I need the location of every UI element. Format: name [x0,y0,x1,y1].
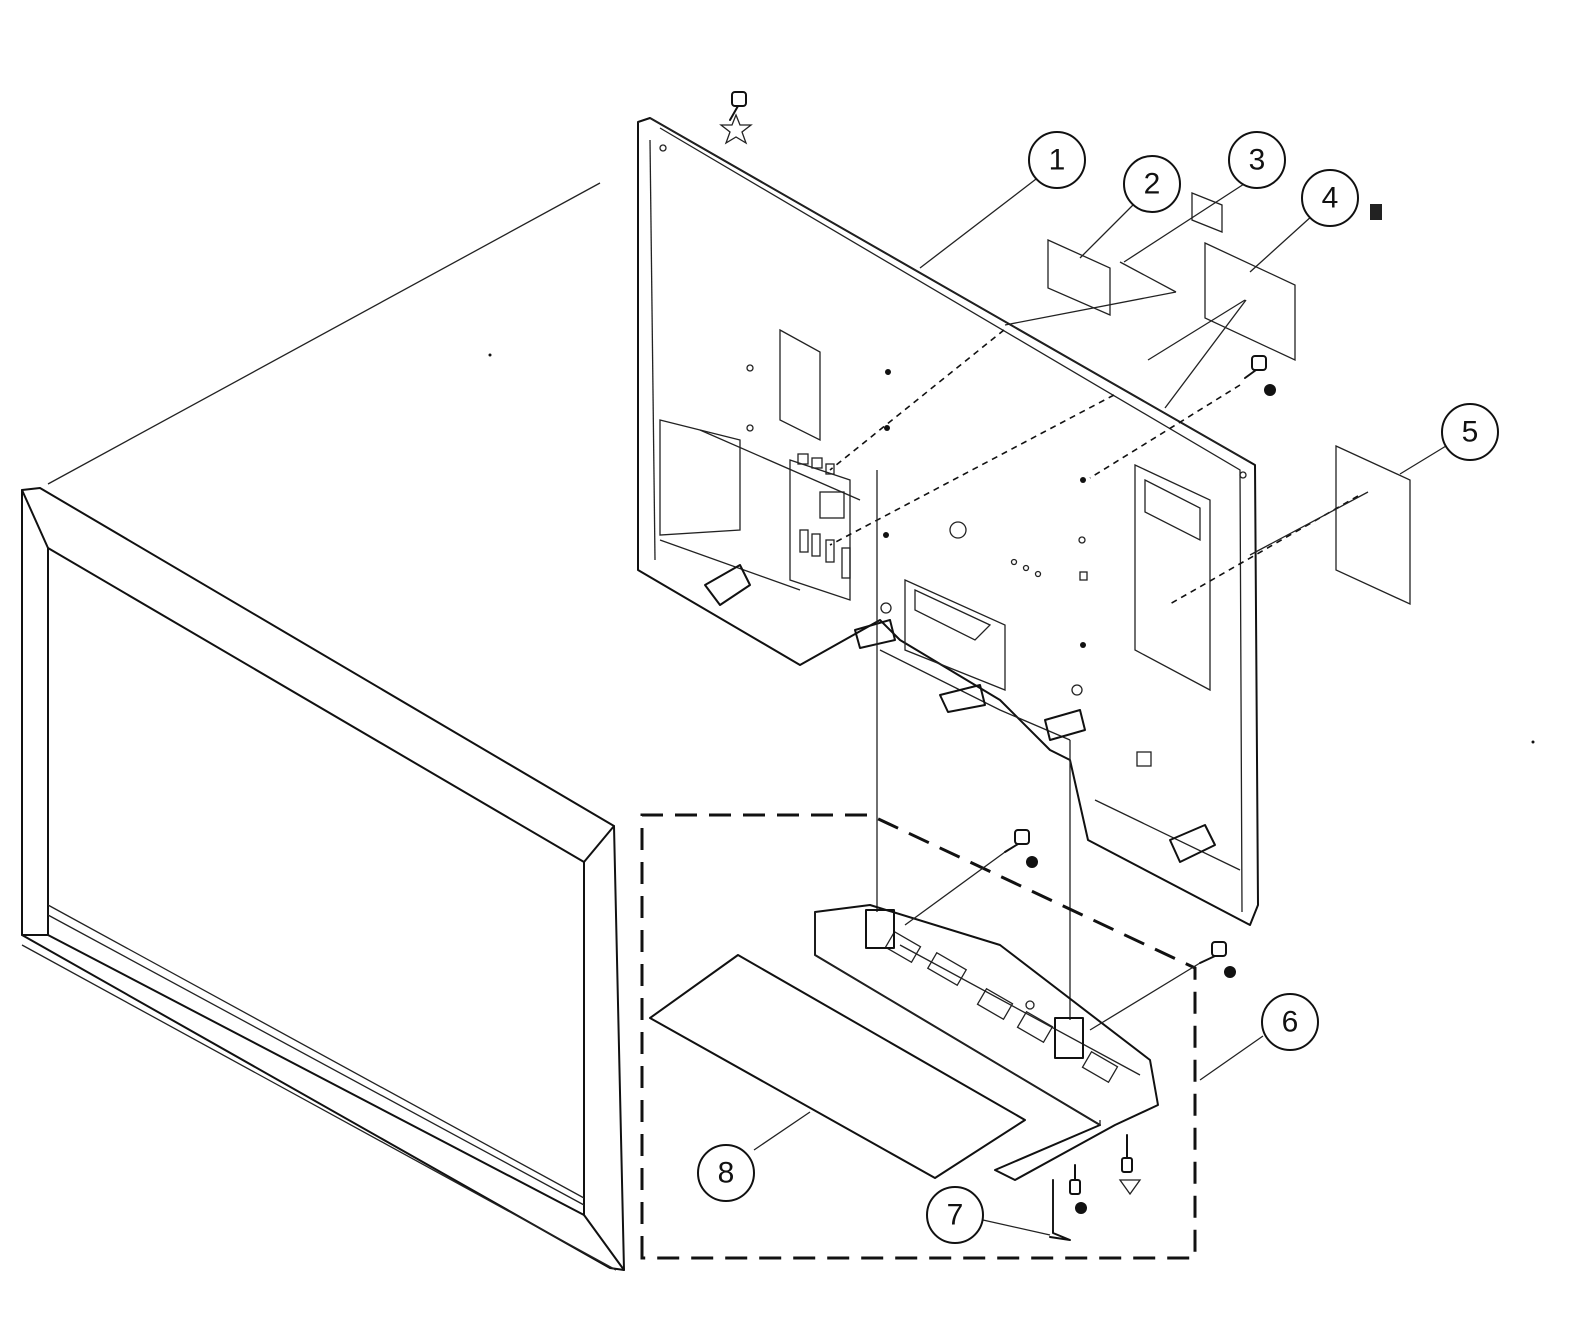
stand-screw-right [1089,941,1236,1031]
callout-7-label: 7 [947,1199,964,1232]
part-4-label-sheet [1204,241,1296,362]
part-3-small-label [1191,192,1223,233]
callout-1: 1 [1028,131,1086,189]
callout-6-label: 6 [1282,1006,1299,1039]
stand-screw-bottom-triangle [1118,1134,1142,1196]
callout-6: 6 [1261,993,1319,1051]
alignment-lines [876,470,1071,1020]
front-panel-bezel [21,182,625,1271]
part-5-label-sheet [1335,444,1411,606]
part-2-label-sheet [1047,238,1111,316]
callout-8: 8 [697,1144,755,1202]
callout-3-label: 3 [1249,144,1266,177]
speck [488,353,492,357]
callout-3: 3 [1228,131,1286,189]
stand-assembly-outline [640,813,1197,1260]
speck [1531,740,1535,744]
stand-screw-bottom-dot [1069,1164,1087,1214]
stand-base [814,904,1159,1181]
callout-4: 4 [1301,169,1359,227]
back-cover [637,117,1259,926]
callout-7: 7 [926,1186,984,1244]
part-7-small-bracket [1049,1179,1071,1241]
callout-2: 2 [1123,155,1181,213]
assembly-leader-lines [829,261,1359,605]
callout-8-label: 8 [718,1157,735,1190]
stand-screw-upper [904,829,1038,926]
side-screw [1244,355,1276,396]
callout-1-label: 1 [1049,144,1066,177]
callout-2-label: 2 [1144,168,1161,201]
top-screw [719,91,753,145]
callout-5: 5 [1441,403,1499,461]
callout-5-label: 5 [1462,416,1479,449]
part-4-marker [1370,204,1382,220]
part-8-base-plate [649,954,1026,1179]
callout-leaders [753,175,1447,1236]
callout-4-label: 4 [1322,182,1339,215]
